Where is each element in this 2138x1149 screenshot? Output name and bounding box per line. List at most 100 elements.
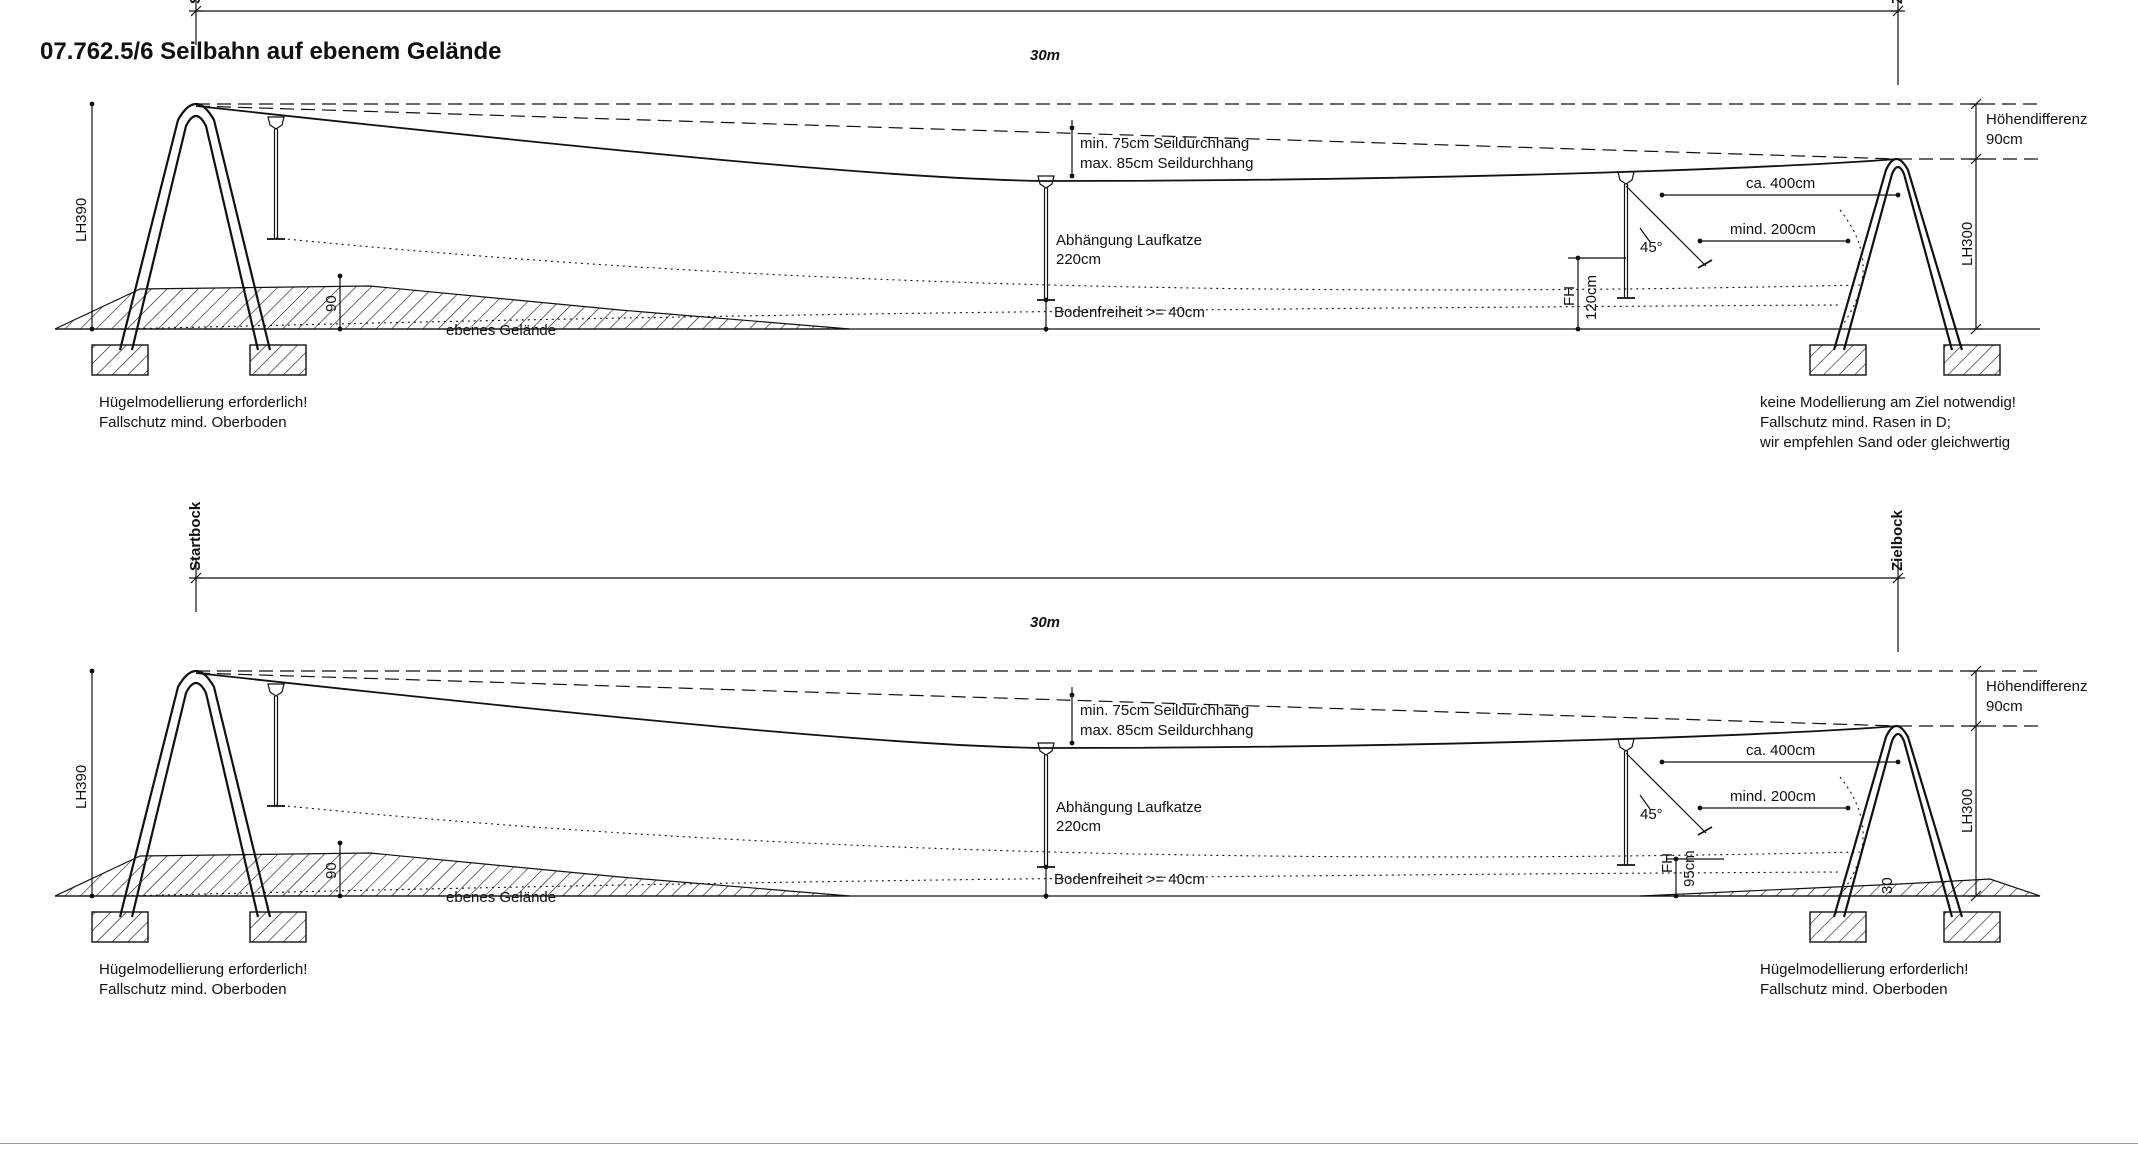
fh-value-label: 120cm — [1583, 275, 1600, 320]
trolley-start — [267, 116, 285, 240]
lh-end-group: LH300 — [1959, 789, 1976, 833]
lh-start-label: LH390 — [73, 198, 90, 242]
cable-reference — [195, 105, 1899, 160]
start-label-group: Startbock — [187, 501, 204, 571]
dimension-point — [1069, 692, 1075, 698]
dimension-point — [1575, 255, 1581, 261]
height-diff-value: 90cm — [1986, 698, 2023, 715]
sag-min-label: min. 75cm Seildurchhang — [1080, 702, 1249, 719]
dimension-point — [1697, 238, 1703, 244]
lh-start-label: LH390 — [73, 765, 90, 809]
end-mound — [1639, 878, 2041, 897]
dimension-point — [89, 893, 95, 899]
mound-height-label: 90 — [323, 295, 340, 312]
panel-2: Startbock Zielbock 30m 45° min. 75cm Seildur… — [54, 501, 2087, 998]
end-label-group: Zielbock — [1889, 509, 1906, 571]
dimension-point — [1659, 192, 1665, 198]
end-a-frame-inner — [1842, 165, 1954, 351]
height-diff-value: 90cm — [1986, 131, 2023, 148]
start-footing-left — [91, 911, 149, 943]
trolley-drop-value: 220cm — [1056, 818, 1101, 835]
note-right-line: keine Modellierung am Ziel notwendig! — [1760, 394, 2016, 411]
trajectory-lower — [119, 871, 1841, 897]
note-left-line: Hügelmodellierung erforderlich! — [99, 961, 307, 978]
fh-group: FH — [1659, 853, 1676, 873]
dimension-point — [1895, 759, 1901, 765]
trolley-wheel — [267, 683, 285, 697]
end-footing-left — [1809, 344, 1867, 376]
brace-foot — [1697, 259, 1713, 269]
ca-distance-label: ca. 400cm — [1746, 742, 1815, 759]
trolley-end — [1617, 171, 1635, 299]
height-diff-label: Höhendifferenz — [1986, 678, 2087, 695]
brake-arc — [1839, 209, 1864, 330]
start-footing-left — [91, 344, 149, 376]
start-mound — [54, 285, 851, 330]
trolley-wheel — [1617, 738, 1635, 752]
dimension-point — [1697, 805, 1703, 811]
dimension-point — [337, 273, 343, 279]
lh-start-group: LH390 — [73, 198, 90, 242]
cable — [195, 672, 1899, 749]
lh-end-group: LH300 — [1959, 222, 1976, 266]
trajectory-lower — [119, 304, 1841, 330]
trolley-middle — [1037, 742, 1055, 868]
dimension-point — [89, 326, 95, 332]
lh-end-label: LH300 — [1959, 789, 1976, 833]
ca-distance-label: ca. 400cm — [1746, 175, 1815, 192]
end-footing-right — [1943, 911, 2001, 943]
trolley-end — [1617, 738, 1635, 866]
note-left-line: Fallschutz mind. Oberboden — [99, 414, 287, 431]
start-a-frame-inner — [130, 114, 260, 351]
trolley-wheel — [1037, 742, 1055, 756]
trolley-wheel — [267, 116, 285, 130]
angle-mark — [1639, 227, 1651, 243]
fh-value-group: 95cm — [1681, 850, 1698, 887]
cable-reference — [195, 672, 1899, 727]
angle-label: 45° — [1640, 806, 1663, 823]
note-right-line: wir empfehlen Sand oder gleichwertig — [1759, 434, 2010, 451]
angle-label: 45° — [1640, 239, 1663, 256]
bottom-divider — [0, 1143, 2138, 1144]
min-distance-label: mind. 200cm — [1730, 221, 1816, 238]
end-a-frame — [1832, 157, 1964, 351]
trolley-drop-label: Abhängung Laufkatze — [1056, 232, 1202, 249]
note-right-line: Fallschutz mind. Rasen in D; — [1760, 414, 1951, 431]
dimension-point — [1659, 759, 1665, 765]
brace-foot — [1697, 826, 1713, 836]
fh-label: FH — [1561, 286, 1578, 306]
page-title: 07.762.5/6 Seilbahn auf ebenem Gelände — [40, 38, 502, 65]
brake-arc — [1839, 776, 1864, 897]
trolley-wheel — [1617, 171, 1635, 185]
ground-label: ebenes Gelände — [446, 322, 556, 339]
dimension-point — [1043, 297, 1049, 303]
start-mound — [54, 852, 851, 897]
dimension-point — [89, 101, 95, 107]
dimension-point — [1043, 326, 1049, 332]
start-footing-right — [249, 344, 307, 376]
mound-height-group: 90 — [323, 295, 340, 312]
dimension-point — [1069, 173, 1075, 179]
span-label: 30m — [1030, 47, 1060, 64]
dimension-point — [1575, 326, 1581, 332]
start-label: Startbock — [187, 501, 204, 571]
span-label: 30m — [1030, 614, 1060, 631]
trolley-drop-label: Abhängung Laufkatze — [1056, 799, 1202, 816]
angle-mark — [1639, 794, 1651, 810]
mound-height-group: 90 — [323, 862, 340, 879]
dimension-point — [89, 668, 95, 674]
trolley-middle — [1037, 175, 1055, 301]
note-right-line: Fallschutz mind. Oberboden — [1760, 981, 1948, 998]
mound-height-label: 90 — [323, 862, 340, 879]
dimension-point — [1673, 893, 1679, 899]
min-distance-label: mind. 200cm — [1730, 788, 1816, 805]
start-footing-right — [249, 911, 307, 943]
clearance-label: Bodenfreiheit >= 40cm — [1054, 304, 1205, 321]
end-mound-group: 30 — [1879, 877, 1896, 894]
dimension-point — [1069, 740, 1075, 746]
lh-start-group: LH390 — [73, 765, 90, 809]
trolley-wheel — [1037, 175, 1055, 189]
dimension-point — [1069, 125, 1075, 131]
